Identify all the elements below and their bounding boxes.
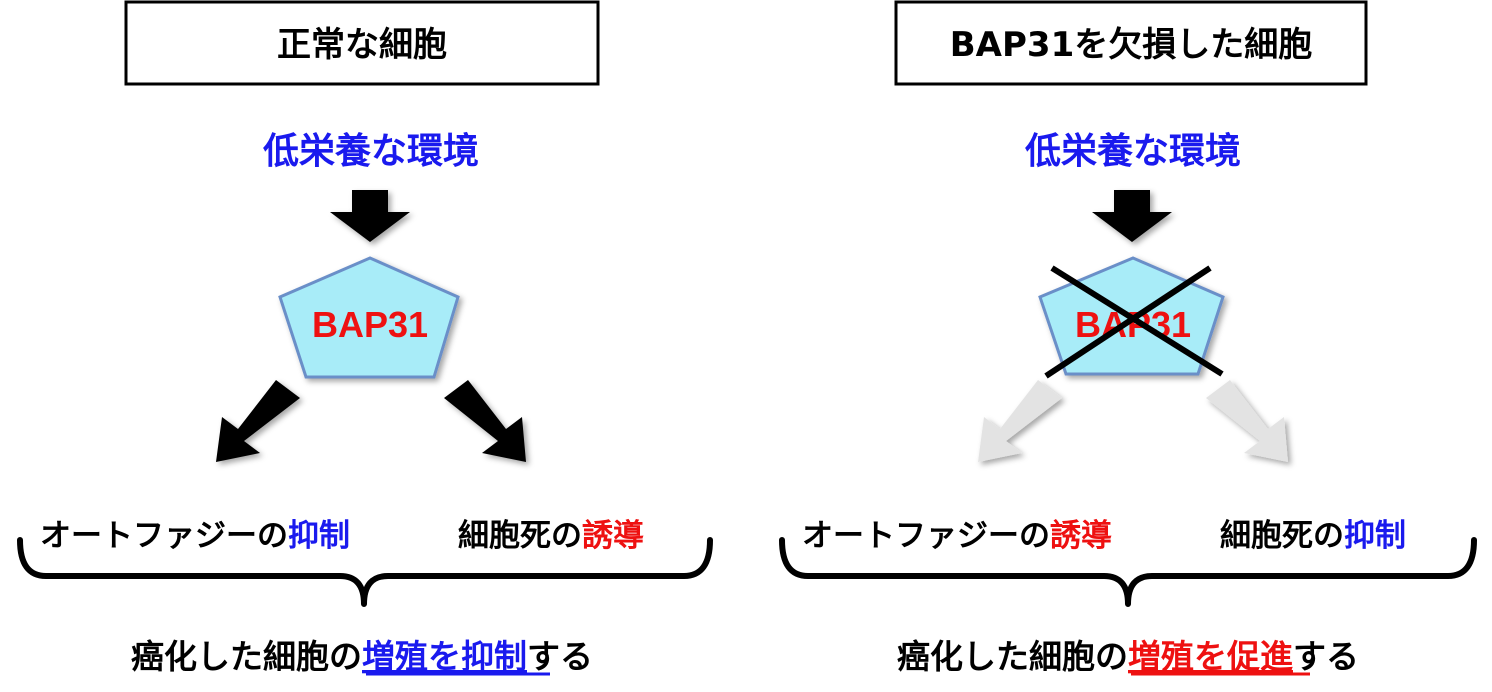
panel-title: BAP31を欠損した細胞 [950, 25, 1312, 65]
outcome-subject: 細胞死の [458, 518, 582, 554]
outcome-autophagy: オートファジーの抑制 [40, 518, 350, 554]
arrow-down-left [216, 380, 300, 462]
cross-out-line [1044, 265, 1212, 379]
result-highlight: 増殖を促進 [1128, 637, 1293, 676]
result-suffix: する [1293, 637, 1359, 676]
down-arrow [1092, 190, 1172, 242]
arrow-down-right [444, 380, 526, 462]
faded-arrow-down-left [978, 380, 1062, 462]
protein-label: BAP31 [1075, 304, 1191, 345]
title-box [124, 0, 600, 86]
bap31-pentagon [278, 256, 460, 379]
outcome-subject: 細胞死の [1220, 518, 1344, 554]
cross-out-line [1050, 265, 1224, 377]
outcome-effect: 誘導 [582, 518, 644, 554]
faded-arrow-down-right [1206, 380, 1288, 462]
result-prefix: 癌化した細胞の [897, 637, 1128, 676]
curly-brace [779, 537, 1477, 607]
outcome-effect: 抑制 [1344, 518, 1406, 554]
panel-normal-cell: 正常な細胞 低栄養な環境 BAP31 オートファジーの抑制 細胞死の誘導 癌化し… [17, 0, 713, 676]
result-suffix: する [527, 637, 593, 676]
outcome-effect: 誘導 [1050, 518, 1112, 554]
curly-brace [17, 537, 713, 607]
result-text: 癌化した細胞の増殖を抑制する [131, 637, 593, 676]
outcome-autophagy: オートファジーの誘導 [802, 518, 1112, 554]
environment-label: 低栄養な環境 [263, 131, 479, 172]
outcome-cell-death: 細胞死の抑制 [1220, 518, 1406, 554]
result-prefix: 癌化した細胞の [131, 637, 362, 676]
protein-label: BAP31 [312, 304, 428, 345]
outcome-subject: オートファジーの [802, 518, 1050, 554]
panel-bap31-deficient-cell: BAP31を欠損した細胞 低栄養な環境 BAP31 オートファジーの誘導 細胞死… [779, 0, 1477, 676]
down-arrow [330, 190, 410, 242]
outcome-subject: オートファジーの [40, 518, 288, 554]
result-text: 癌化した細胞の増殖を促進する [897, 637, 1359, 676]
environment-label: 低栄養な環境 [1025, 131, 1241, 172]
panel-title: 正常な細胞 [277, 25, 447, 65]
outcome-cell-death: 細胞死の誘導 [458, 518, 644, 554]
title-box [894, 0, 1368, 86]
result-highlight: 増殖を抑制 [362, 637, 527, 676]
outcome-effect: 抑制 [288, 518, 350, 554]
